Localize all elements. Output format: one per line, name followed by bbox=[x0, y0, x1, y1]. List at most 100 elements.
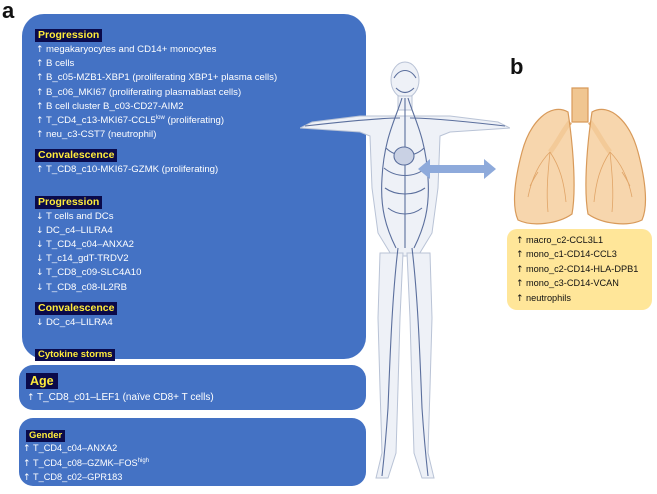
list-item: ↑macro_c2-CCL3L1 bbox=[516, 234, 652, 248]
up-arrow-icon: ↑ bbox=[516, 236, 524, 246]
list-item: ↑T_CD8_c10-MKI67-GZMK (proliferating) bbox=[36, 163, 366, 177]
up-arrow-icon: ↑ bbox=[36, 165, 44, 176]
age-box: Age ↑T_CD8_c01–LEF1 (naïve CD8+ T cells) bbox=[19, 365, 366, 410]
list-item: ↓T cells and DCs bbox=[36, 210, 366, 224]
human-vascular-figure-icon bbox=[300, 61, 510, 479]
section-header: Progression bbox=[35, 29, 103, 42]
up-arrow-icon: ↑ bbox=[36, 116, 44, 127]
item-text: T cells and DCs bbox=[46, 210, 114, 222]
up-arrow-icon: ↑ bbox=[36, 130, 44, 141]
convalescence-down-section: Convalescence ↓DC_c4–LILRA4 bbox=[32, 298, 366, 330]
up-arrow-icon: ↑ bbox=[36, 45, 44, 55]
list-item: ↑T_CD4_c04–ANXA2 bbox=[23, 442, 149, 457]
down-arrow-icon: ↓ bbox=[36, 282, 44, 293]
section-header: Convalescence bbox=[35, 301, 118, 315]
lungs-illustration-icon bbox=[513, 87, 647, 225]
up-arrow-icon: ↑ bbox=[27, 393, 35, 403]
up-arrow-icon: ↑ bbox=[23, 458, 31, 469]
section-header: Convalescence bbox=[35, 149, 118, 163]
item-text: T_CD4_c13-MKI67-CCL5 bbox=[46, 115, 156, 127]
double-arrow-icon bbox=[418, 159, 496, 179]
up-arrow-icon: ↑ bbox=[23, 473, 31, 483]
convalescence-up-section: Convalescence ↑T_CD8_c10-MKI67-GZMK (pro… bbox=[32, 145, 366, 177]
list-item: ↑T_CD8_c02–GPR183 bbox=[23, 471, 149, 486]
item-text: T_CD8_c08-IL2RB bbox=[46, 281, 128, 293]
cell-changes-box: Progression ↑megakaryocytes and CD14+ mo… bbox=[22, 14, 366, 388]
item-text: B_c05-MZB1-XBP1 (proliferating XBP1+ pla… bbox=[46, 72, 278, 84]
down-arrow-icon: ↓ bbox=[36, 317, 44, 328]
list-item: ↓T_CD8_c08-IL2RB bbox=[36, 281, 366, 295]
up-arrow-icon: ↑ bbox=[23, 444, 31, 454]
up-arrow-icon: ↑ bbox=[516, 293, 524, 304]
list-item: ↑megakaryocytes and CD14+ monocytes bbox=[36, 43, 366, 57]
panel-label-a: a bbox=[2, 0, 15, 23]
age-item: ↑T_CD8_c01–LEF1 (naïve CD8+ T cells) bbox=[27, 391, 214, 405]
list-item: ↑B_c05-MZB1-XBP1 (proliferating XBP1+ pl… bbox=[36, 71, 366, 85]
list-item: ↑B cells bbox=[36, 57, 366, 71]
up-arrow-icon: ↑ bbox=[36, 101, 44, 112]
list-item: ↑mono_c1-CD14-CCL3 bbox=[516, 248, 652, 262]
up-arrow-icon: ↑ bbox=[516, 250, 524, 261]
item-text: mono_c3-CD14-VCAN bbox=[526, 278, 619, 289]
item-list: ↑megakaryocytes and CD14+ monocytes↑B ce… bbox=[32, 43, 366, 142]
item-text: neu_c3-CST7 (neutrophil) bbox=[46, 129, 157, 141]
item-superscript: low bbox=[155, 115, 165, 122]
item-text: T_CD4_c08–GZMK–FOS bbox=[33, 457, 138, 468]
down-arrow-icon: ↓ bbox=[36, 254, 44, 265]
item-list: ↑T_CD4_c04–ANXA2↑T_CD4_c08–GZMK–FOShigh↑… bbox=[23, 442, 149, 486]
list-item: ↑B_c06_MKI67 (proliferating plasmablast … bbox=[36, 86, 366, 100]
item-text-suffix: (proliferating) bbox=[164, 115, 225, 127]
section-header: Cytokine storms bbox=[35, 349, 116, 362]
list-item: ↓DC_c4–LILRA4 bbox=[36, 224, 366, 238]
item-text: macro_c2-CCL3L1 bbox=[526, 235, 604, 245]
list-item: ↑mono_c2-CD14-HLA-DPB1 bbox=[516, 263, 652, 277]
list-item: ↓T_c14_gdT-TRDV2 bbox=[36, 252, 366, 266]
item-list: ↓T cells and DCs↓DC_c4–LILRA4↓T_CD4_c04–… bbox=[32, 210, 366, 295]
item-text: B cell cluster B_c03-CD27-AIM2 bbox=[46, 100, 184, 112]
up-arrow-icon: ↑ bbox=[516, 279, 524, 290]
list-item: ↓T_CD8_c09-SLC4A10 bbox=[36, 266, 366, 280]
item-text: B cells bbox=[46, 58, 75, 70]
age-header: Age bbox=[26, 373, 58, 389]
item-text: T_CD8_c01–LEF1 (naïve CD8+ T cells) bbox=[37, 392, 214, 403]
item-text: T_CD8_c02–GPR183 bbox=[33, 472, 123, 482]
item-text: B_c06_MKI67 (proliferating plasmablast c… bbox=[46, 86, 242, 98]
down-arrow-icon: ↓ bbox=[36, 268, 44, 279]
item-text: T_CD8_c10-MKI67-GZMK (proliferating) bbox=[46, 164, 219, 176]
list-item: ↑B cell cluster B_c03-CD27-AIM2 bbox=[36, 100, 366, 114]
item-text: T_CD4_c04–ANXA2 bbox=[33, 443, 118, 453]
item-text: mono_c1-CD14-CCL3 bbox=[526, 249, 617, 260]
item-list: ↓DC_c4–LILRA4 bbox=[32, 316, 366, 330]
gender-header: Gender bbox=[26, 430, 66, 442]
down-arrow-icon: ↓ bbox=[36, 240, 44, 251]
up-arrow-icon: ↑ bbox=[516, 264, 524, 275]
list-item: ↑neutrophils bbox=[516, 292, 652, 306]
progression-down-section: Progression ↓T cells and DCs↓DC_c4–LILRA… bbox=[32, 192, 366, 295]
up-arrow-icon: ↑ bbox=[36, 87, 44, 98]
list-item: ↑T_CD4_c08–GZMK–FOShigh bbox=[23, 457, 149, 472]
item-text: T_c14_gdT-TRDV2 bbox=[46, 253, 129, 265]
item-text: megakaryocytes and CD14+ monocytes bbox=[46, 44, 217, 55]
up-arrow-icon: ↑ bbox=[36, 59, 44, 70]
item-list: ↑T_CD8_c10-MKI67-GZMK (proliferating) bbox=[32, 163, 366, 177]
gender-box: Gender ↑T_CD4_c04–ANXA2↑T_CD4_c08–GZMK–F… bbox=[19, 418, 366, 486]
section-header: Progression bbox=[35, 195, 103, 209]
item-text: DC_c4–LILRA4 bbox=[46, 316, 113, 328]
list-item: ↓DC_c4–LILRA4 bbox=[36, 316, 366, 330]
item-superscript: high bbox=[137, 457, 150, 464]
item-text: mono_c2-CD14-HLA-DPB1 bbox=[526, 263, 639, 274]
lung-cells-box: ↑macro_c2-CCL3L1↑mono_c1-CD14-CCL3↑mono_… bbox=[507, 229, 652, 310]
item-list: ↑macro_c2-CCL3L1↑mono_c1-CD14-CCL3↑mono_… bbox=[516, 234, 652, 306]
item-text: neutrophils bbox=[526, 292, 571, 303]
item-text: T_CD4_c04–ANXA2 bbox=[46, 239, 134, 251]
progression-up-section: Progression ↑megakaryocytes and CD14+ mo… bbox=[32, 25, 366, 142]
panel-label-b: b bbox=[510, 54, 524, 79]
item-text: DC_c4–LILRA4 bbox=[46, 224, 113, 236]
down-arrow-icon: ↓ bbox=[36, 211, 44, 222]
list-item: ↑mono_c3-CD14-VCAN bbox=[516, 277, 652, 291]
down-arrow-icon: ↓ bbox=[36, 225, 44, 236]
list-item: ↓T_CD4_c04–ANXA2 bbox=[36, 238, 366, 252]
list-item: ↑T_CD4_c13-MKI67-CCL5low (proliferating) bbox=[36, 114, 366, 128]
item-text: T_CD8_c09-SLC4A10 bbox=[46, 267, 142, 279]
up-arrow-icon: ↑ bbox=[36, 73, 44, 84]
